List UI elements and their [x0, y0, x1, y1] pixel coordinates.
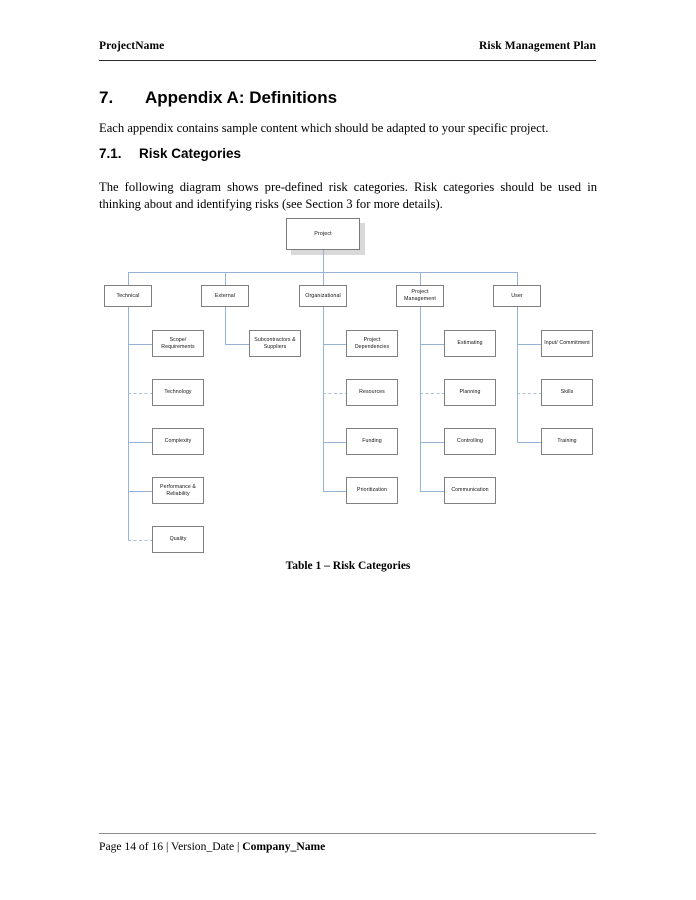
footer-page-info: Page 14 of 16 | Version_Date | — [99, 840, 243, 853]
connector-stub-technical-3 — [128, 441, 153, 443]
diagram-node-prioritization: Prioritization — [346, 477, 398, 504]
diagram-node-complexity: Complexity — [152, 428, 204, 455]
connector-root-trunk — [322, 250, 324, 272]
diagram-node-controlling: Controlling — [444, 428, 496, 455]
risk-categories-diagram: Project Technical External Organizationa… — [104, 218, 593, 553]
connector-spine-user — [516, 307, 518, 443]
connector-stub-organizational-1 — [323, 343, 348, 345]
diagram-node-project-management: Project Management — [396, 285, 444, 307]
page-footer: Page 14 of 16 | Version_Date | Company_N… — [99, 840, 596, 853]
subsection-number: 7.1. — [99, 146, 122, 161]
connector-stub-pm-3 — [420, 441, 445, 443]
connector-stub-external-1 — [225, 343, 250, 345]
connector-drop-project-management — [419, 271, 421, 286]
diagram-node-resources: Resources — [346, 379, 398, 406]
diagram-node-planning: Planning — [444, 379, 496, 406]
connector-drop-external — [224, 271, 226, 286]
connector-drop-technical — [127, 271, 129, 286]
diagram-node-organizational: Organizational — [299, 285, 347, 307]
connector-stub-technical-4 — [128, 490, 153, 492]
diagram-node-technology: Technology — [152, 379, 204, 406]
diagram-node-estimating: Estimating — [444, 330, 496, 357]
diagram-node-input-commitment: Input/ Commitment — [541, 330, 593, 357]
connector-drop-user — [516, 271, 518, 286]
figure-caption: Table 1 – Risk Categories — [285, 560, 411, 572]
connector-spine-organizational — [322, 307, 324, 492]
description-paragraph: The following diagram shows pre-defined … — [99, 180, 597, 211]
connector-stub-organizational-4 — [323, 490, 348, 492]
diagram-node-skills: Skills — [541, 379, 593, 406]
header-project-name: ProjectName — [99, 40, 165, 52]
diagram-node-external: External — [201, 285, 249, 307]
diagram-node-funding: Funding — [346, 428, 398, 455]
section-title: Appendix A: Definitions — [145, 88, 338, 107]
footer-company-name: Company_Name — [242, 840, 326, 853]
footer-rule — [99, 833, 596, 834]
page-header: ProjectName Risk Management Plan — [99, 40, 596, 62]
section-number: 7. — [99, 88, 114, 107]
connector-stub-user-3 — [517, 441, 542, 443]
connector-spine-external — [224, 307, 226, 344]
section-heading: 7. Appendix A: Definitions — [99, 88, 596, 108]
diagram-node-technical: Technical — [104, 285, 152, 307]
subsection-title: Risk Categories — [139, 146, 242, 161]
connector-stub-pm-1 — [420, 343, 445, 345]
intro-paragraph: Each appendix contains sample content wh… — [99, 121, 549, 135]
connector-stub-pm-2 — [420, 392, 445, 394]
connector-stub-user-2 — [517, 392, 542, 394]
connector-stub-organizational-2 — [323, 392, 348, 394]
connector-stub-technical-1 — [128, 343, 153, 345]
connector-spine-project-management — [419, 307, 421, 492]
header-document-title: Risk Management Plan — [479, 40, 596, 52]
connector-stub-user-1 — [517, 343, 542, 345]
diagram-node-project-dependencies: Project Dependencies — [346, 330, 398, 357]
diagram-node-scope-requirements: Scope/ Requirements — [152, 330, 204, 357]
diagram-node-user: User — [493, 285, 541, 307]
diagram-node-communication: Communication — [444, 477, 496, 504]
connector-spine-technical — [127, 307, 129, 541]
diagram-node-performance-reliability: Performance & Reliability — [152, 477, 204, 504]
connector-stub-technical-5 — [128, 539, 153, 541]
diagram-node-quality: Quality — [152, 526, 204, 553]
connector-drop-organizational — [322, 271, 324, 286]
diagram-node-project: Project — [286, 218, 360, 250]
connector-stub-pm-4 — [420, 490, 445, 492]
subsection-heading: 7.1. Risk Categories — [99, 146, 596, 161]
connector-stub-organizational-3 — [323, 441, 348, 443]
header-rule — [99, 60, 596, 61]
diagram-node-training: Training — [541, 428, 593, 455]
connector-stub-technical-2 — [128, 392, 153, 394]
diagram-node-subcontractors-suppliers: Subcontractors & Suppliers — [249, 330, 301, 357]
